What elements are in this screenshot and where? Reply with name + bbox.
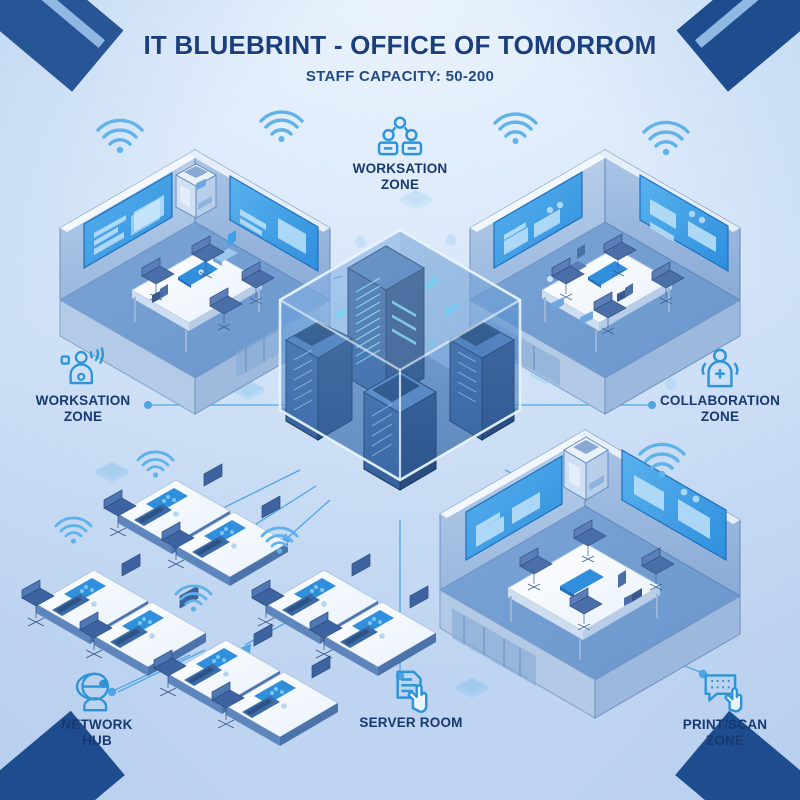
wifi-icon xyxy=(638,442,686,478)
desk-cluster xyxy=(21,553,207,676)
desk-cluster xyxy=(153,623,339,746)
people-group-icon xyxy=(377,116,423,156)
wall-display-right xyxy=(639,173,729,273)
connection-lines xyxy=(107,249,708,697)
desk-cluster xyxy=(251,553,437,676)
wifi-icon xyxy=(259,110,304,142)
desk-devices xyxy=(537,297,642,606)
office-chairs xyxy=(141,235,275,331)
desk-cluster xyxy=(103,463,289,586)
server-room-center xyxy=(278,228,522,491)
server-rack-right xyxy=(448,321,516,441)
label-workstation-zone-top[interactable]: WORKSATION ZONE xyxy=(325,116,475,192)
label-print-scan-zone[interactable]: PRINT/SCAN ZONE xyxy=(650,672,800,748)
meeting-desk xyxy=(541,247,673,352)
printer-unit xyxy=(563,436,609,501)
label-workstation-zone-left[interactable]: WORKSATION ZONE xyxy=(8,347,158,424)
wall-display-left xyxy=(465,454,563,562)
data-particles xyxy=(300,271,480,410)
office-chairs xyxy=(551,233,685,335)
desk-devices xyxy=(152,179,238,303)
label-text: COLLABORATION ZONE xyxy=(659,393,781,424)
wall-display-right xyxy=(621,448,727,562)
server-rack-left xyxy=(284,321,354,441)
label-server-room[interactable]: SERVER ROOM xyxy=(336,670,486,731)
wifi-icon xyxy=(493,112,538,144)
office-chairs xyxy=(519,519,675,631)
label-text: NETWORK HUB xyxy=(61,717,133,748)
keyboard-touch-icon xyxy=(704,674,743,713)
wifi-icon xyxy=(260,526,299,554)
wifi-icon xyxy=(642,120,690,156)
page-title: IT BLUEBRINT - OFFICE OF TOMORROM xyxy=(143,30,657,60)
page-subtitle: STAFF CAPACITY: 50-200 xyxy=(305,68,495,85)
globe-network-icon xyxy=(75,672,110,712)
server-rack-center xyxy=(347,245,425,401)
wall-display-left xyxy=(493,170,583,270)
label-text: WORKSATION ZONE xyxy=(352,161,448,192)
wifi-icon xyxy=(54,516,93,544)
wifi-icon xyxy=(174,584,213,612)
wall-display-right xyxy=(229,174,319,273)
wifi-icon xyxy=(136,450,175,478)
document-hand-icon xyxy=(396,670,428,714)
user-plus-icon xyxy=(701,348,739,388)
decorative-layer-icons xyxy=(96,190,677,698)
label-text: WORKSATION ZONE xyxy=(35,393,131,424)
wall-display-left xyxy=(83,171,173,270)
server-rack-front xyxy=(363,370,437,491)
label-collaboration-zone[interactable]: COLLABORATION ZONE xyxy=(645,348,795,424)
meeting-desk xyxy=(507,542,661,660)
printer-unit xyxy=(175,163,217,219)
label-text: PRINT/SCAN ZONE xyxy=(682,717,768,748)
label-network-hub[interactable]: NETWORK HUB xyxy=(22,672,172,748)
meeting-desk xyxy=(131,247,263,352)
wifi-icon xyxy=(96,118,144,154)
user-wifi-icon xyxy=(60,347,104,385)
label-text: SERVER ROOM xyxy=(359,715,463,730)
